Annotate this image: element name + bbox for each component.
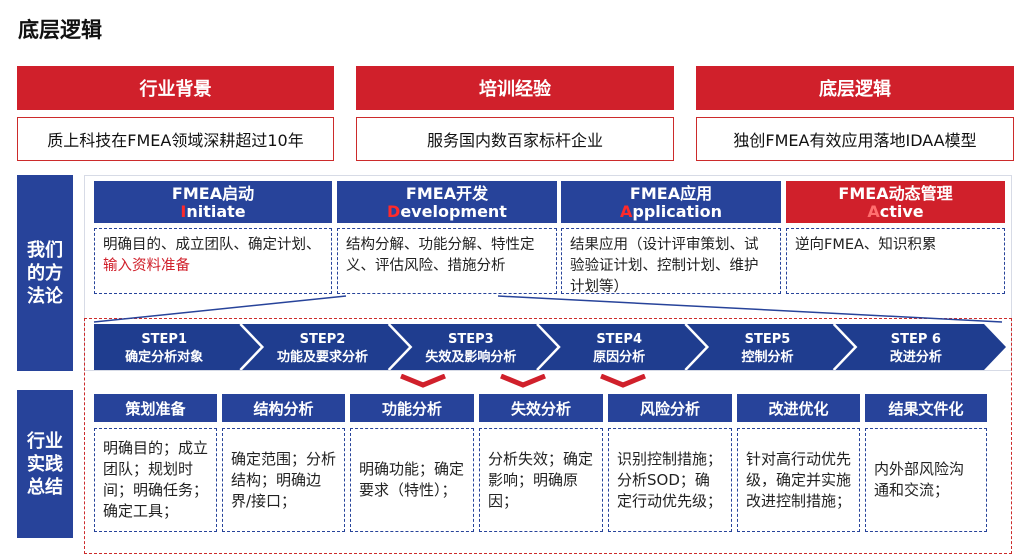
phase-application-rest: pplication	[632, 202, 723, 221]
step-label: 改进分析	[890, 349, 942, 365]
methodology-label: 我们 的方 法论	[17, 175, 73, 371]
practice-optimize-desc: 针对高行动优先级，确定并实施改进控制措施；	[746, 449, 852, 510]
phase-development-rest: evelopment	[400, 202, 507, 221]
phase-active-header: FMEA动态管理 Active	[786, 181, 1005, 223]
step-label: 确定分析对象	[125, 349, 203, 365]
phase-initiate-header: FMEA启动 Initiate	[94, 181, 332, 223]
practice-failure-header: 失效分析	[479, 394, 603, 422]
practice-document-text: 内外部风险沟通和交流；	[865, 428, 987, 532]
practice-risk-text: 识别控制措施；分析SOD；确定行动优先级；	[608, 428, 732, 532]
step-separator	[536, 324, 561, 370]
phase-application-text: 结果应用（设计评审策划、试验验证计划、控制计划、维护计划等）	[561, 228, 781, 295]
practice-risk-desc: 识别控制措施；分析SOD；确定行动优先级；	[617, 449, 723, 510]
practice-function-text: 明确功能；确定要求（特性）；	[350, 428, 474, 532]
steps-bar: STEP1 确定分析对象 STEP2 功能及要求分析 STEP3 失效及影响分析 STEP4…	[94, 324, 1006, 370]
phase-active-text: 逆向FMEA、知识积累	[786, 228, 1005, 294]
step-number: STEP3	[448, 332, 494, 347]
phase-development-text: 结构分解、功能分解、特性定义、评估风险、措施分析	[337, 228, 557, 294]
chevron-down-icon	[600, 374, 646, 388]
practice-optimize-text: 针对高行动优先级，确定并实施改进控制措施；	[737, 428, 860, 532]
phase-initiate-initial: I	[180, 202, 187, 221]
practice-structure-text: 确定范围；分析结构；明确边界/接口；	[222, 428, 345, 532]
chevron-down-icon	[400, 374, 446, 388]
step-number: STEP1	[141, 332, 187, 347]
practice-failure-text: 分析失效；确定影响；明确原因；	[479, 428, 603, 532]
phase-development-title: FMEA开发	[405, 184, 489, 203]
practice-structure-header: 结构分析	[222, 394, 345, 422]
funnel-lines	[93, 295, 1003, 323]
step-separator	[387, 324, 413, 370]
page-title: 底层逻辑	[18, 18, 102, 42]
practice-document-header: 结果文件化	[865, 394, 987, 422]
industry-background-text: 质上科技在FMEA领域深耕超过10年	[17, 117, 334, 161]
step-separator	[239, 324, 265, 370]
phase-initiate-desc: 明确目的、成立团队、确定计划、	[103, 237, 321, 253]
phase-development-header: FMEA开发 Development	[337, 181, 557, 223]
practice-planning-header: 策划准备	[94, 394, 217, 422]
practice-failure-desc: 分析失效；确定影响；明确原因；	[488, 449, 594, 510]
step-number: STEP4	[596, 332, 642, 347]
step-label: 功能及要求分析	[277, 349, 368, 365]
phase-initiate-text: 明确目的、成立团队、确定计划、输入资料准备	[94, 228, 332, 294]
practice-structure-desc: 确定范围；分析结构；明确边界/接口；	[231, 449, 337, 510]
practice-planning-desc: 明确目的；成立团队；规划时间；明确任务；确定工具；	[103, 439, 209, 520]
step-number: STEP5	[745, 332, 791, 347]
phase-active-rest: ctive	[879, 202, 924, 221]
practice-document-desc: 内外部风险沟通和交流；	[874, 460, 965, 499]
step-label: 失效及影响分析	[425, 349, 516, 365]
practice-frame	[84, 318, 1012, 554]
step-number: STEP2	[300, 332, 346, 347]
phase-application-header: FMEA应用 Application	[561, 181, 781, 223]
practice-function-header: 功能分析	[350, 394, 474, 422]
step-number: STEP 6	[891, 332, 941, 347]
phase-active-title: FMEA动态管理	[838, 184, 953, 203]
practice-planning-text: 明确目的；成立团队；规划时间；明确任务；确定工具；	[94, 428, 217, 532]
core-logic-text: 独创FMEA有效应用落地IDAA模型	[696, 117, 1014, 161]
phase-application-initial: A	[619, 202, 633, 221]
step-markers	[400, 374, 646, 388]
phase-development-initial: D	[387, 202, 401, 221]
step-separator	[832, 324, 858, 370]
training-experience-text: 服务国内数百家标杆企业	[356, 117, 674, 161]
phase-initiate-highlight: 输入资料准备	[103, 258, 190, 274]
practice-optimize-header: 改进优化	[737, 394, 860, 422]
phase-application-title: FMEA应用	[629, 184, 713, 203]
industry-background-header: 行业背景	[17, 66, 334, 110]
training-experience-header: 培训经验	[356, 66, 674, 110]
step-separator	[684, 324, 710, 370]
step-label: 控制分析	[741, 349, 793, 365]
practice-risk-header: 风险分析	[608, 394, 732, 422]
steps-arrow-background	[94, 324, 1006, 370]
core-logic-header: 底层逻辑	[696, 66, 1014, 110]
chevron-down-icon	[500, 374, 546, 388]
phase-initiate-rest: nitiate	[186, 202, 246, 221]
phase-active-initial: A	[867, 202, 880, 221]
practice-function-desc: 明确功能；确定要求（特性）；	[359, 460, 465, 499]
phase-initiate-title: FMEA启动	[171, 184, 255, 203]
practice-label: 行业 实践 总结	[17, 390, 73, 538]
step-label: 原因分析	[593, 349, 645, 365]
